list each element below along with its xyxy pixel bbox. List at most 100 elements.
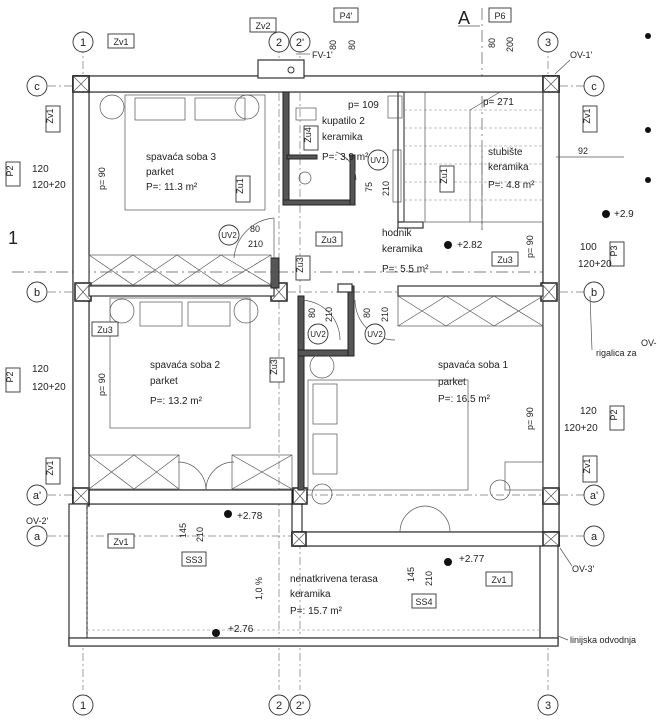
svg-text:Zu1: Zu1 (235, 178, 245, 194)
svg-text:+2.82: +2.82 (457, 240, 483, 251)
svg-text:1: 1 (80, 37, 86, 49)
axis-bubble-top-3: 3 (537, 31, 559, 53)
svg-text:Zu3: Zu3 (321, 235, 337, 245)
svg-text:Zv1: Zv1 (45, 108, 55, 123)
axis-bubble-left-ap: a' (26, 484, 48, 506)
svg-text:Zv1: Zv1 (113, 37, 128, 47)
svg-text:hodnik: hodnik (382, 228, 412, 239)
svg-text:80: 80 (250, 224, 260, 234)
axis-bubble-left-b: b (26, 281, 48, 303)
tag-zv1-left-top: Zv1 (45, 105, 61, 133)
furniture (88, 91, 544, 505)
svg-text:+2.77: +2.77 (459, 554, 485, 565)
axis-bubble-bottom-1: 1 (72, 694, 94, 716)
svg-text:120: 120 (32, 164, 49, 175)
axis-bubble-right-ap: a' (583, 484, 605, 506)
svg-text:Zv1: Zv1 (491, 575, 506, 585)
svg-text:stubište: stubište (488, 147, 523, 158)
tag-zu4: Zu4 (303, 125, 319, 151)
tag-zu3-right: Zu3 (491, 251, 519, 267)
tags: Zv1 Zv2 P4' P6 Zv1 Zv1 Zu4 Zu1 Zu1 Zu3 Z… (5, 7, 625, 609)
svg-text:80: 80 (328, 40, 338, 50)
svg-text:keramika: keramika (382, 244, 423, 255)
svg-text:p= 90: p= 90 (525, 407, 535, 430)
svg-text:Zu3: Zu3 (497, 255, 513, 265)
svg-text:210: 210 (248, 239, 263, 249)
svg-text:p= 109: p= 109 (348, 100, 379, 111)
svg-text:Zu3: Zu3 (295, 257, 305, 273)
svg-text:Zu4: Zu4 (303, 127, 313, 143)
svg-text:120: 120 (32, 364, 49, 375)
tag-zv1-bottom-right: Zv1 (485, 571, 513, 587)
svg-text:2': 2' (296, 37, 304, 49)
svg-text:spavaća soba 1: spavaća soba 1 (438, 360, 508, 371)
svg-text:120+20: 120+20 (578, 259, 612, 270)
axis-bubbles: 1 2 2' 3 1 2 2' 3 c b a' a c b a' a (26, 31, 605, 716)
svg-text:80: 80 (347, 40, 357, 50)
tag-zu1-bed3: Zu1 (235, 175, 251, 203)
doors (177, 151, 451, 533)
svg-text:210: 210 (380, 307, 390, 322)
svg-text:120: 120 (580, 406, 597, 417)
tag-zv1-right-top: Zv1 (582, 105, 598, 133)
dimensions: 80 80 80 200 p= 109 p= 271 92 75 210 120… (32, 37, 624, 600)
svg-text:75: 75 (364, 182, 374, 192)
level-276: +2.76 (212, 624, 254, 637)
svg-text:+2.9: +2.9 (614, 209, 634, 220)
svg-text:210: 210 (381, 181, 391, 196)
svg-text:b: b (34, 287, 40, 299)
tag-p6-top: P6 (488, 7, 512, 23)
tag-zu3-hall: Zu3 (315, 231, 343, 247)
svg-text:c: c (591, 81, 597, 93)
axis-bubble-top-1: 1 (72, 31, 94, 53)
svg-text:2: 2 (276, 700, 282, 712)
room-staircase: stubište keramika P=: 4.8 m² (488, 147, 535, 191)
svg-text:OV-2': OV-2' (26, 516, 49, 526)
svg-text:parket: parket (146, 167, 174, 178)
svg-text:120+20: 120+20 (564, 423, 598, 434)
svg-text:keramika: keramika (290, 589, 331, 600)
svg-text:80: 80 (362, 308, 372, 318)
svg-text:2': 2' (296, 700, 304, 712)
svg-text:SS4: SS4 (415, 597, 432, 607)
svg-text:p= 90: p= 90 (97, 167, 107, 190)
axis-bubble-bottom-2p: 2' (289, 694, 311, 716)
section-marker-top: A (458, 8, 470, 28)
tag-zv1-left-bottom: Zv1 (45, 457, 61, 485)
svg-text:80: 80 (307, 308, 317, 318)
svg-text:a': a' (590, 490, 598, 502)
svg-text:92: 92 (578, 146, 588, 156)
svg-text:Zu1: Zu1 (439, 168, 449, 184)
svg-text:145: 145 (178, 523, 188, 538)
tag-zu3-left: Zu3 (91, 321, 119, 337)
svg-text:Zv1: Zv1 (582, 458, 592, 473)
room-bedroom-1: spavaća soba 1 parket P=: 16.5 m² (438, 360, 508, 405)
level-282: +2.82 (444, 240, 483, 251)
axis-bubble-top-2: 2 (268, 31, 290, 53)
svg-text:OV-1': OV-1' (570, 50, 593, 60)
room-bedroom-2: spavaća soba 2 parket P=: 13.2 m² (150, 360, 220, 407)
svg-text:P2: P2 (5, 165, 15, 176)
axis-bubble-right-c: c (583, 75, 605, 97)
axis-bubble-left-a: a (26, 525, 48, 547)
svg-text:+2.78: +2.78 (237, 511, 263, 522)
uv2-bubble-right: UV2 (364, 323, 386, 345)
svg-text:OV-: OV- (641, 338, 657, 348)
svg-text:120+20: 120+20 (32, 382, 66, 393)
tag-ss3: SS3 (181, 551, 207, 567)
room-hall: hodnik keramika P=: 5.5 m² (382, 228, 429, 275)
axis-bubble-bottom-2: 2 (268, 694, 290, 716)
tag-p2-left-top: P2 (5, 161, 21, 187)
axis-bubble-right-b: b (583, 281, 605, 303)
svg-text:145: 145 (406, 567, 416, 582)
tag-p4-top: P4' (333, 7, 359, 23)
svg-text:Zu3: Zu3 (269, 359, 279, 375)
svg-text:Zu3: Zu3 (97, 325, 113, 335)
svg-text:P3: P3 (609, 245, 619, 256)
axis-bubble-left-c: c (26, 75, 48, 97)
tag-p3-right: P3 (609, 241, 625, 267)
svg-text:P=: 4.8 m²: P=: 4.8 m² (488, 180, 535, 191)
svg-text:SS3: SS3 (185, 555, 202, 565)
tag-zu3-bed1: Zu3 (269, 357, 285, 383)
